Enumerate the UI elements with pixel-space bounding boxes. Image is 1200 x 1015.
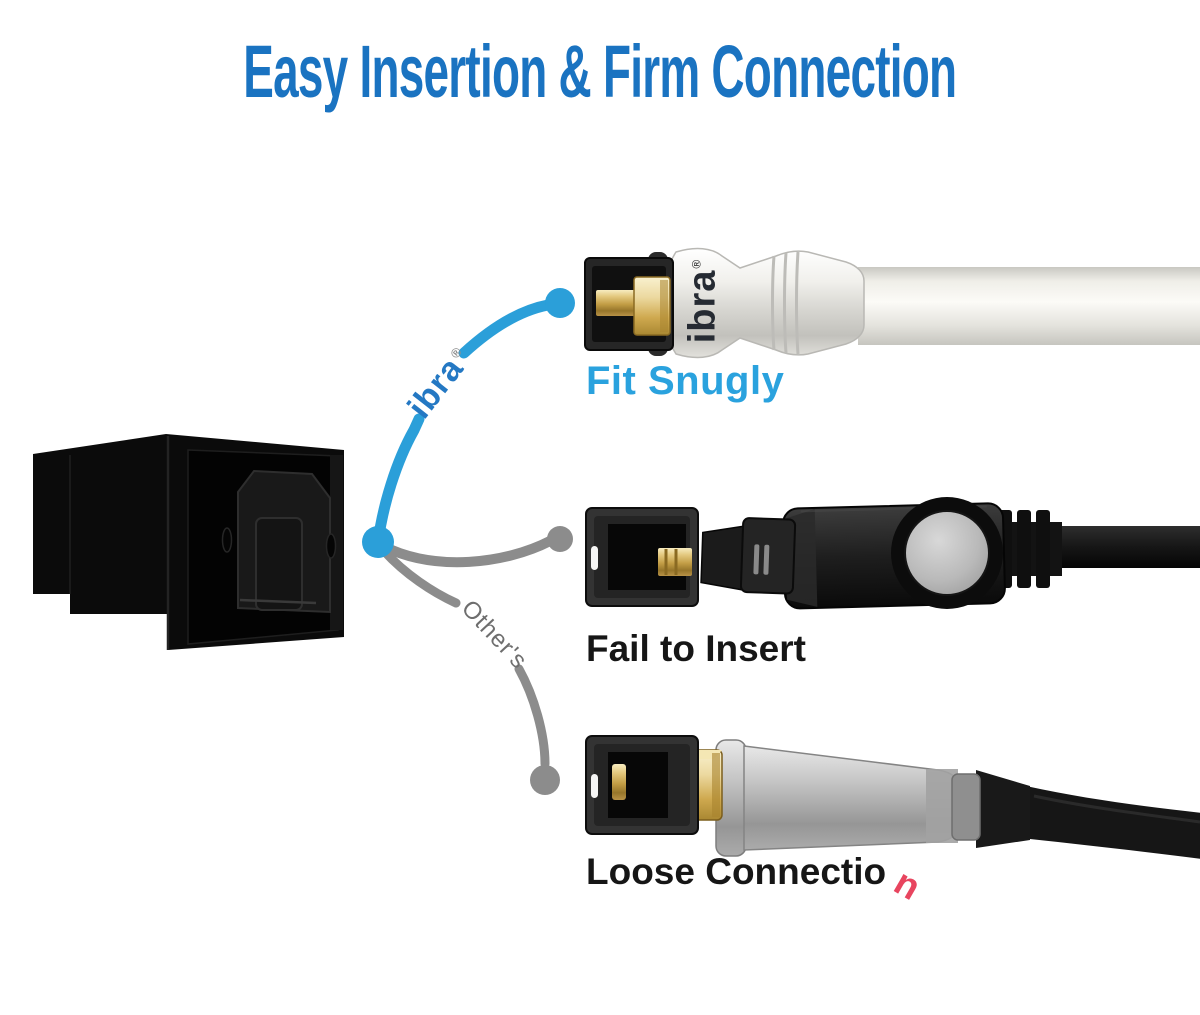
plug-neck bbox=[700, 525, 746, 591]
origin-dot bbox=[362, 526, 394, 558]
strain-relief-fin-3 bbox=[1036, 510, 1050, 588]
cable-highlight bbox=[1033, 794, 1200, 824]
label-fit-snugly: Fit Snugly bbox=[586, 359, 785, 403]
strain-relief-fin-2 bbox=[1017, 510, 1031, 588]
strain-relief-middle bbox=[998, 510, 1062, 588]
gold-plug-shaft-inserted bbox=[596, 290, 640, 316]
optical-coupler bbox=[33, 434, 344, 650]
gray-curve-lower-segment-b bbox=[514, 664, 550, 769]
socket-slit-bottom bbox=[591, 774, 598, 798]
black-cable-bottom bbox=[1021, 786, 1200, 859]
barrel-taper bbox=[743, 745, 957, 851]
silver-barrel bbox=[715, 739, 981, 857]
toslink-port-tongue bbox=[255, 517, 303, 611]
connector-registered-mark-icon: ® bbox=[689, 258, 704, 269]
barrel-flange bbox=[951, 773, 981, 841]
black-cable-middle bbox=[1056, 526, 1200, 568]
snug-connector-row bbox=[584, 247, 1200, 359]
blocked-connector-row bbox=[585, 497, 1200, 610]
loose-connector-row bbox=[585, 735, 1200, 859]
label-loose-connection: Loose Connection bbox=[586, 851, 928, 908]
connector-brand-marking: ibra® bbox=[682, 259, 725, 344]
barrel-groove-1 bbox=[771, 255, 776, 351]
blue-curve-lower-segment bbox=[372, 413, 425, 548]
gray-curve-middle bbox=[378, 536, 555, 568]
strain-cone-bottom bbox=[976, 770, 1030, 848]
connector-brand-text: ibra bbox=[681, 269, 724, 344]
socket-middle bbox=[585, 507, 699, 607]
socket-bottom bbox=[585, 735, 699, 835]
white-cable bbox=[858, 267, 1200, 345]
port-notch-left bbox=[221, 527, 233, 553]
swivel-knob bbox=[904, 510, 990, 596]
port-notch-right bbox=[325, 533, 337, 559]
barrel-groove-3 bbox=[795, 251, 800, 355]
gray-middle-endpoint-dot bbox=[547, 526, 573, 552]
blue-curve-upper-segment bbox=[458, 299, 554, 359]
blue-endpoint-dot bbox=[545, 288, 575, 318]
barrel-groove-2 bbox=[783, 252, 788, 354]
label-fail-to-insert: Fail to Insert bbox=[586, 628, 806, 669]
label-loose-connection-text: Loose Connectio bbox=[586, 851, 887, 892]
gray-bottom-endpoint-dot bbox=[530, 765, 560, 795]
plug-groove-1 bbox=[753, 544, 760, 575]
gold-shaft-inside-socket bbox=[612, 764, 626, 800]
page-title-text: Easy Insertion & Firm Connection bbox=[243, 31, 957, 115]
coupler-port-frame-edge bbox=[330, 455, 343, 630]
gray-curve-lower-segment-a bbox=[379, 546, 461, 608]
port-reflection-line bbox=[239, 598, 317, 605]
page-title: Easy Insertion & Firm Connection bbox=[0, 30, 1200, 114]
gold-head-edge bbox=[712, 753, 720, 817]
blocked-plug-head bbox=[700, 517, 797, 595]
socket-slit-middle bbox=[591, 546, 598, 570]
gold-head-edge-shadow bbox=[660, 280, 668, 332]
pointer-curves bbox=[362, 288, 575, 795]
plug-groove-2 bbox=[763, 544, 770, 575]
